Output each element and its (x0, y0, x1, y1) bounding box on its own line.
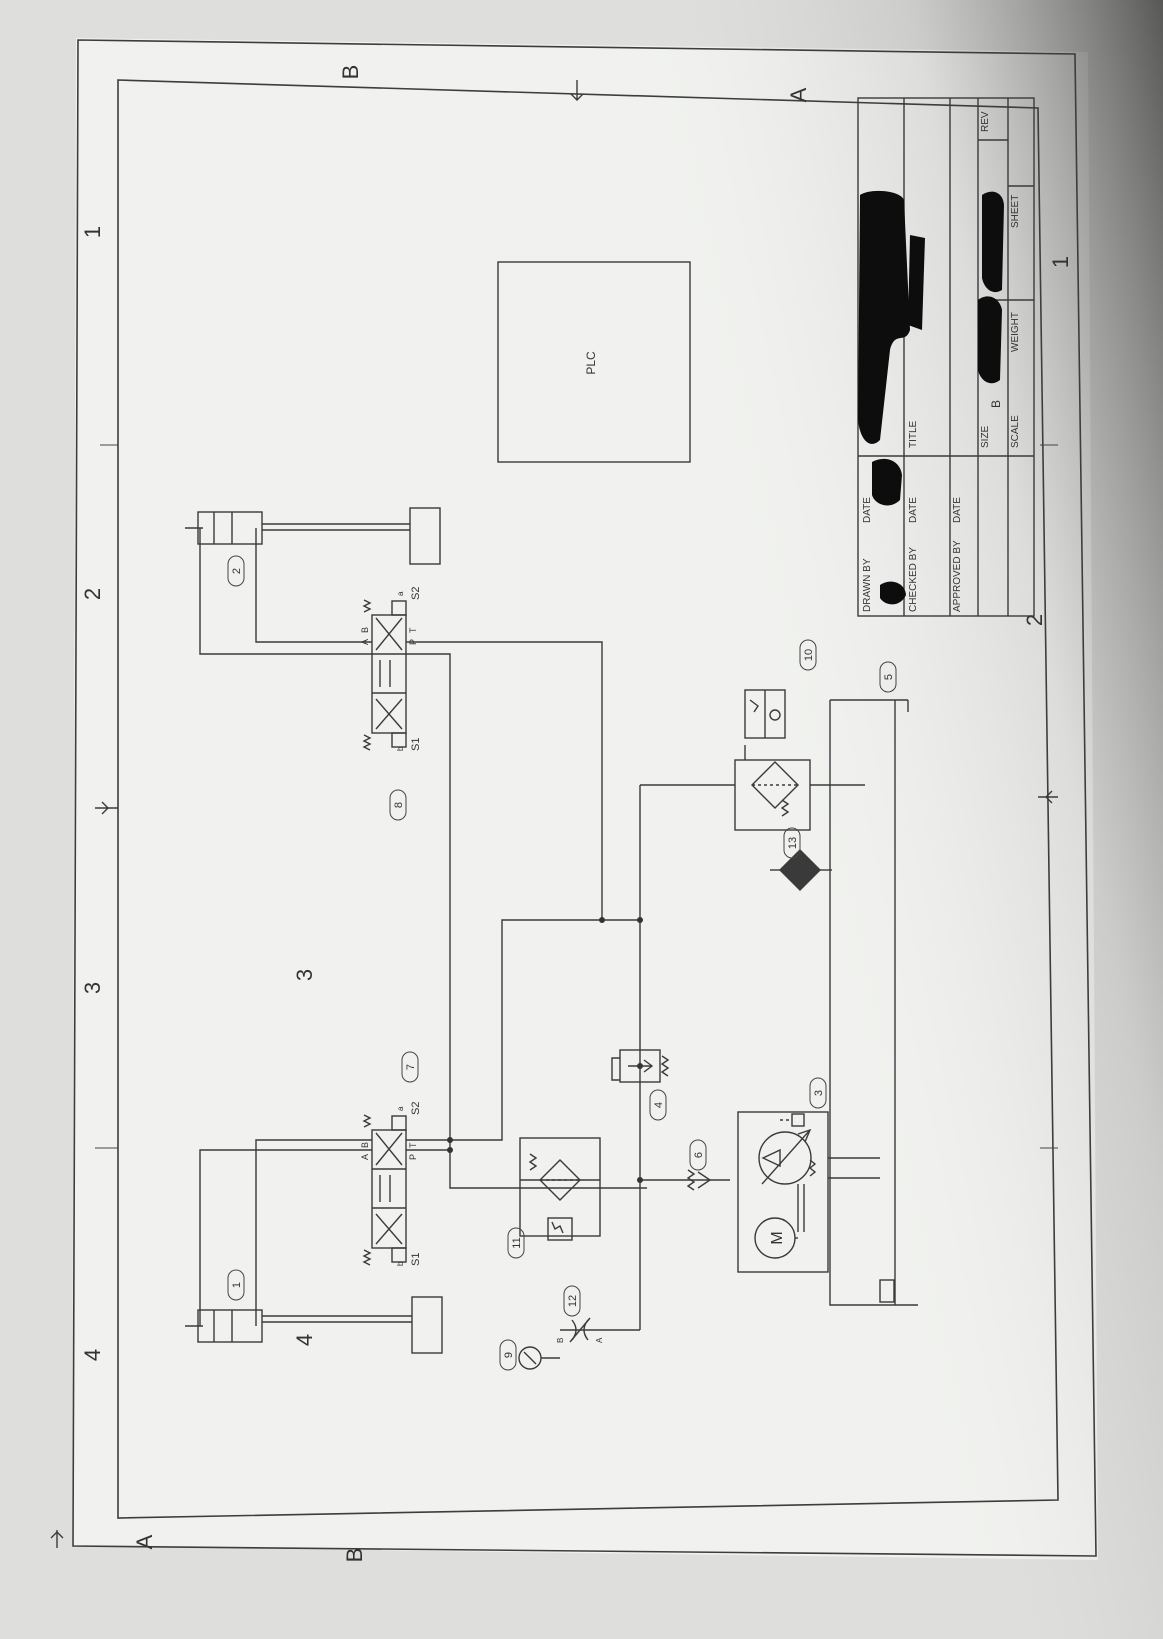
valve-8-s1-label: S1 (410, 738, 422, 751)
tb-rev: REV (980, 111, 991, 132)
outer-frame (72, 39, 1097, 1557)
zone-col-4-bottom: 4 (292, 1334, 317, 1346)
callout-11: 11 (511, 1237, 523, 1248)
valve-7-a-port: A (360, 1154, 370, 1160)
callout-12: 12 (567, 1295, 579, 1307)
zone-row-b-left: B (342, 1548, 367, 1563)
redaction-title (908, 235, 925, 330)
valve-8-a-side: a (396, 591, 405, 596)
zone-row-b-right: B (338, 65, 363, 80)
valve-8-s2-label: S2 (410, 587, 422, 600)
tb-weight: WEIGHT (1010, 312, 1021, 352)
title-block (857, 97, 1035, 617)
tb-date-2: DATE (908, 497, 919, 523)
zone-col-1-top: 1 (80, 226, 105, 238)
callout-1: 1 (231, 1282, 243, 1288)
callout-9: 9 (503, 1352, 515, 1358)
filter-10 (734, 689, 865, 831)
zone-col-4-top: 4 (80, 1349, 105, 1361)
relief-valve-4 (611, 1049, 670, 1083)
valve-7-p-port: P (408, 1154, 418, 1160)
plc-box (497, 261, 691, 463)
cylinder-2 (185, 507, 441, 565)
pump-motor-unit (737, 1111, 880, 1273)
tb-scale: SCALE (1010, 415, 1021, 448)
plc-label: PLC (584, 351, 598, 375)
hydraulic-lines (199, 528, 735, 1331)
callouts (227, 555, 897, 1371)
reservoir-5 (829, 699, 918, 1306)
callout-8: 8 (393, 802, 405, 808)
tb-date-1: DATE (862, 497, 873, 523)
inner-frame (117, 79, 1059, 1519)
redaction-name (858, 190, 910, 444)
title-block-labels: DRAWN BY DATE CHECKED BY DATE APPROVED B… (862, 111, 1021, 612)
valve-7-b-side: b (396, 1261, 405, 1266)
tb-date-3: DATE (952, 497, 963, 523)
valve-8-b-side: b (396, 746, 405, 751)
filter-11 (519, 1137, 601, 1241)
zone-col-1-bottom: 1 (1048, 256, 1073, 268)
tb-sheet: SHEET (1010, 195, 1021, 228)
callout-2: 2 (231, 568, 243, 574)
zone-col-2-top: 2 (80, 588, 105, 600)
throttle-port-b: B (556, 1338, 565, 1343)
valve-8-t-port: T (408, 627, 418, 633)
throttle-12 (560, 1317, 600, 1343)
zone-col-3-top: 3 (80, 982, 105, 994)
directional-valve-8 (362, 599, 407, 751)
tb-checked-by: CHECKED BY (908, 547, 919, 612)
redaction-date (872, 458, 902, 506)
zone-col-2-bottom: 2 (1022, 614, 1047, 626)
valve-7-t-port: T (408, 1142, 418, 1148)
callout-5: 5 (883, 674, 895, 680)
zone-row-a-left: A (132, 1534, 157, 1549)
valve-7-s2-label: S2 (410, 1102, 422, 1115)
callout-6: 6 (693, 1152, 705, 1158)
callout-13: 13 (787, 837, 799, 849)
junction-dots (447, 917, 643, 1183)
valve-7-labels: S1 S2 A B P T b a (360, 1102, 422, 1266)
accumulator-13 (770, 849, 832, 891)
zone-labels: 4 3 2 1 4 3 2 1 B A B A (80, 65, 1073, 1563)
tb-drawn-by: DRAWN BY (862, 558, 873, 612)
tb-size: SIZE (980, 425, 991, 448)
callout-10: 10 (803, 649, 815, 661)
tb-approved-by: APPROVED BY (952, 540, 963, 612)
redaction-size-2 (982, 191, 1004, 293)
valve-7-b-port: B (360, 1142, 370, 1148)
zone-ticks (95, 444, 1058, 1149)
callout-7: 7 (405, 1064, 417, 1070)
valve-8-b-port: B (360, 627, 370, 633)
zone-col-3-bottom: 3 (292, 969, 317, 981)
valve-7-s1-label: S1 (410, 1253, 422, 1266)
pressure-gauge-9 (518, 1346, 560, 1370)
throttle-port-a: A (595, 1337, 604, 1343)
callout-3: 3 (813, 1090, 825, 1096)
check-valve-6 (686, 1169, 712, 1191)
directional-valve-7 (362, 1114, 407, 1266)
callout-numbers: 1 2 3 4 5 6 7 8 9 10 11 12 13 (231, 568, 895, 1358)
center-arrows (50, 80, 1058, 1548)
redaction-size-1 (978, 296, 1002, 384)
motor-label: M (769, 1231, 786, 1244)
cylinder-1 (185, 1296, 443, 1354)
redaction-marks (858, 190, 1004, 605)
redaction-drawer (880, 581, 906, 605)
callout-4: 4 (653, 1102, 665, 1108)
tb-size-value: B (989, 400, 1003, 408)
tb-title: TITLE (908, 420, 919, 448)
zone-row-a-right: A (786, 87, 811, 102)
valve-7-a-side: a (396, 1106, 405, 1111)
